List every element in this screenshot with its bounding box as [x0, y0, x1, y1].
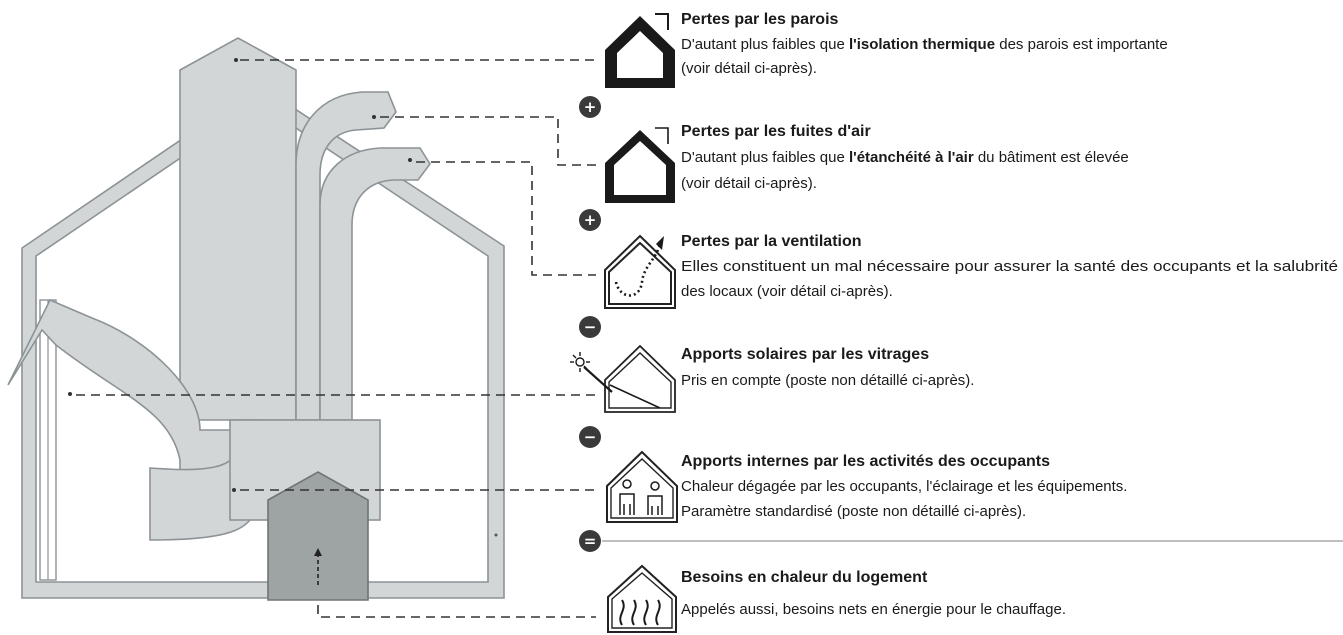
leader-dot-walls — [234, 58, 238, 62]
legend-line-internal: Chaleur dégagée par les occupants, l'écl… — [681, 478, 1127, 495]
legend-text: Pertes par les parois D'autant plus faib… — [681, 11, 1338, 618]
leader-dot-internal — [232, 488, 236, 492]
legend-title-walls: Pertes par les parois — [681, 11, 839, 28]
leader-airleak — [380, 116, 596, 166]
heating-arrow-head — [314, 548, 322, 556]
legend-title-airleak: Pertes par les fuites d'air — [681, 123, 871, 140]
svg-text:+: + — [584, 211, 597, 229]
svg-text:=: = — [584, 532, 597, 550]
operator-plus-1: + — [579, 96, 601, 118]
operators: + + − − = — [579, 96, 1343, 552]
legend-line-airleak: D'autant plus faibles que l'étanchéité à… — [681, 149, 1129, 166]
svg-text:−: − — [584, 318, 597, 336]
house-ventilation-icon — [604, 234, 676, 309]
flow-air-leak — [295, 91, 397, 421]
operator-minus-2: − — [579, 426, 601, 448]
legend-line2-internal: Paramètre standardisé (poste non détaill… — [681, 503, 1026, 520]
leader-dot-airleak — [372, 115, 376, 119]
wall-mark — [494, 533, 498, 537]
leader-lines — [68, 58, 596, 618]
legend-line2-airleak: (voir détail ci-après). — [681, 175, 817, 192]
house-heating-icon — [607, 564, 677, 633]
flow-heating-needs — [267, 471, 369, 601]
house-occupants-icon — [606, 450, 678, 523]
legend-title-heating: Besoins en chaleur du logement — [681, 569, 928, 586]
house-thick-walls-icon — [605, 13, 675, 88]
legend-title-internal: Apports internes par les activités des o… — [681, 453, 1050, 470]
operator-minus-1: − — [579, 316, 601, 338]
leader-dot-ventilation — [408, 158, 412, 162]
house-solar-icon — [570, 344, 676, 413]
operator-plus-2: + — [579, 209, 601, 231]
svg-text:−: − — [584, 428, 597, 446]
legend-line-ventilation: Elles constituent un mal nécessaire pour… — [681, 258, 1338, 275]
flow-ventilation — [319, 147, 431, 421]
legend-line2-ventilation: des locaux (voir détail ci-après). — [681, 283, 893, 300]
flow-wall-loss — [179, 37, 297, 421]
house-air-leak-icon — [605, 127, 675, 203]
legend-line2-walls: (voir détail ci-après). — [681, 60, 817, 77]
legend-icons — [570, 13, 678, 633]
leader-ventilation — [416, 161, 596, 276]
legend-line-walls: D'autant plus faibles que l'isolation th… — [681, 36, 1168, 53]
leader-heating — [317, 605, 596, 618]
leader-dot-solar — [68, 392, 72, 396]
legend-title-solar: Apports solaires par les vitrages — [681, 346, 929, 363]
operator-equals: = — [579, 530, 601, 552]
energy-flows — [7, 37, 431, 601]
legend-line-heating: Appelés aussi, besoins nets en énergie p… — [681, 601, 1066, 618]
svg-text:+: + — [584, 98, 597, 116]
legend-line-solar: Pris en compte (poste non détaillé ci-ap… — [681, 372, 974, 389]
legend-title-ventilation: Pertes par la ventilation — [681, 233, 862, 250]
